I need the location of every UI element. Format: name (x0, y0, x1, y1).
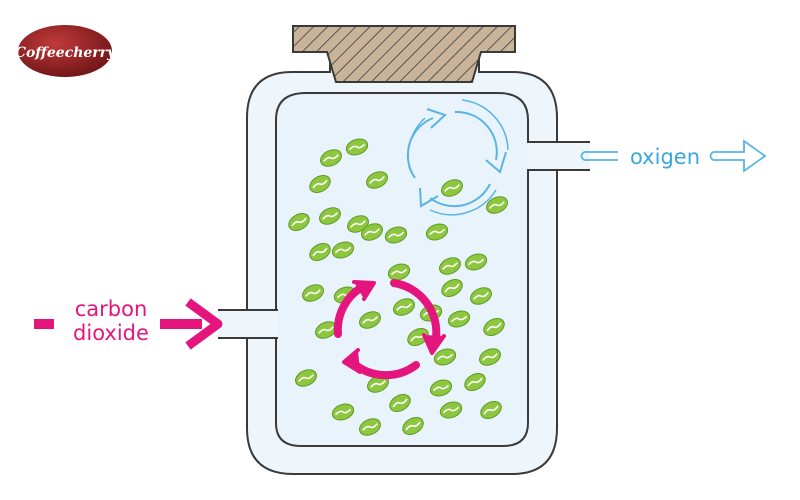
coffee-bean (483, 317, 505, 337)
coffee-bean (366, 171, 388, 189)
coffee-bean (479, 348, 501, 366)
coffee-bean (288, 212, 310, 232)
co2-input-arrow: carbon dioxide (34, 297, 223, 350)
outlet-tube (527, 141, 590, 171)
oxygen-label: oxigen (630, 145, 700, 169)
coffee-bean (447, 310, 471, 328)
coffee-bean (441, 278, 463, 298)
coffee-bean (486, 196, 508, 214)
coffee-bean (361, 223, 383, 241)
coffee-bean (433, 348, 457, 366)
coffee-bean (309, 242, 331, 262)
jar-lid (292, 25, 516, 83)
coffee-bean (359, 311, 381, 329)
coffee-bean (393, 298, 415, 316)
coffee-bean (429, 379, 453, 397)
co2-label-line2: dioxide (73, 321, 149, 345)
coffee-bean (345, 138, 369, 156)
coffee-bean (464, 372, 486, 392)
coffee-bean (425, 223, 449, 241)
coffee-bean (464, 253, 488, 271)
coffee-bean (439, 257, 461, 275)
co2-cycle-icon (333, 279, 446, 380)
coffee-bean (347, 215, 369, 233)
inlet-tube (218, 309, 278, 339)
coffee-bean (439, 401, 463, 419)
coffee-bean (387, 263, 411, 281)
coffee-bean (359, 418, 381, 436)
coffee-bean (295, 369, 317, 387)
coffee-beans (288, 138, 508, 436)
logo-text: Coffeecherry (15, 45, 116, 61)
coffee-bean (470, 287, 492, 305)
coffee-bean (302, 284, 324, 302)
oxygen-output-arrow: oxigen (580, 139, 767, 173)
coffee-bean (389, 393, 411, 413)
coffeecherry-logo: Coffeecherry (15, 25, 116, 77)
coffee-bean (320, 149, 342, 167)
coffee-bean (441, 179, 463, 197)
coffee-bean (331, 241, 355, 259)
coffee-bean (331, 403, 355, 421)
co2-label-line1: carbon (75, 297, 148, 321)
coffee-bean (402, 416, 424, 436)
oxygen-cycle-icon (406, 99, 509, 216)
coffee-bean (367, 375, 389, 393)
coffee-bean (384, 226, 408, 244)
coffee-bean (309, 174, 331, 194)
coffee-bean (480, 400, 502, 420)
coffee-bean (319, 207, 341, 225)
